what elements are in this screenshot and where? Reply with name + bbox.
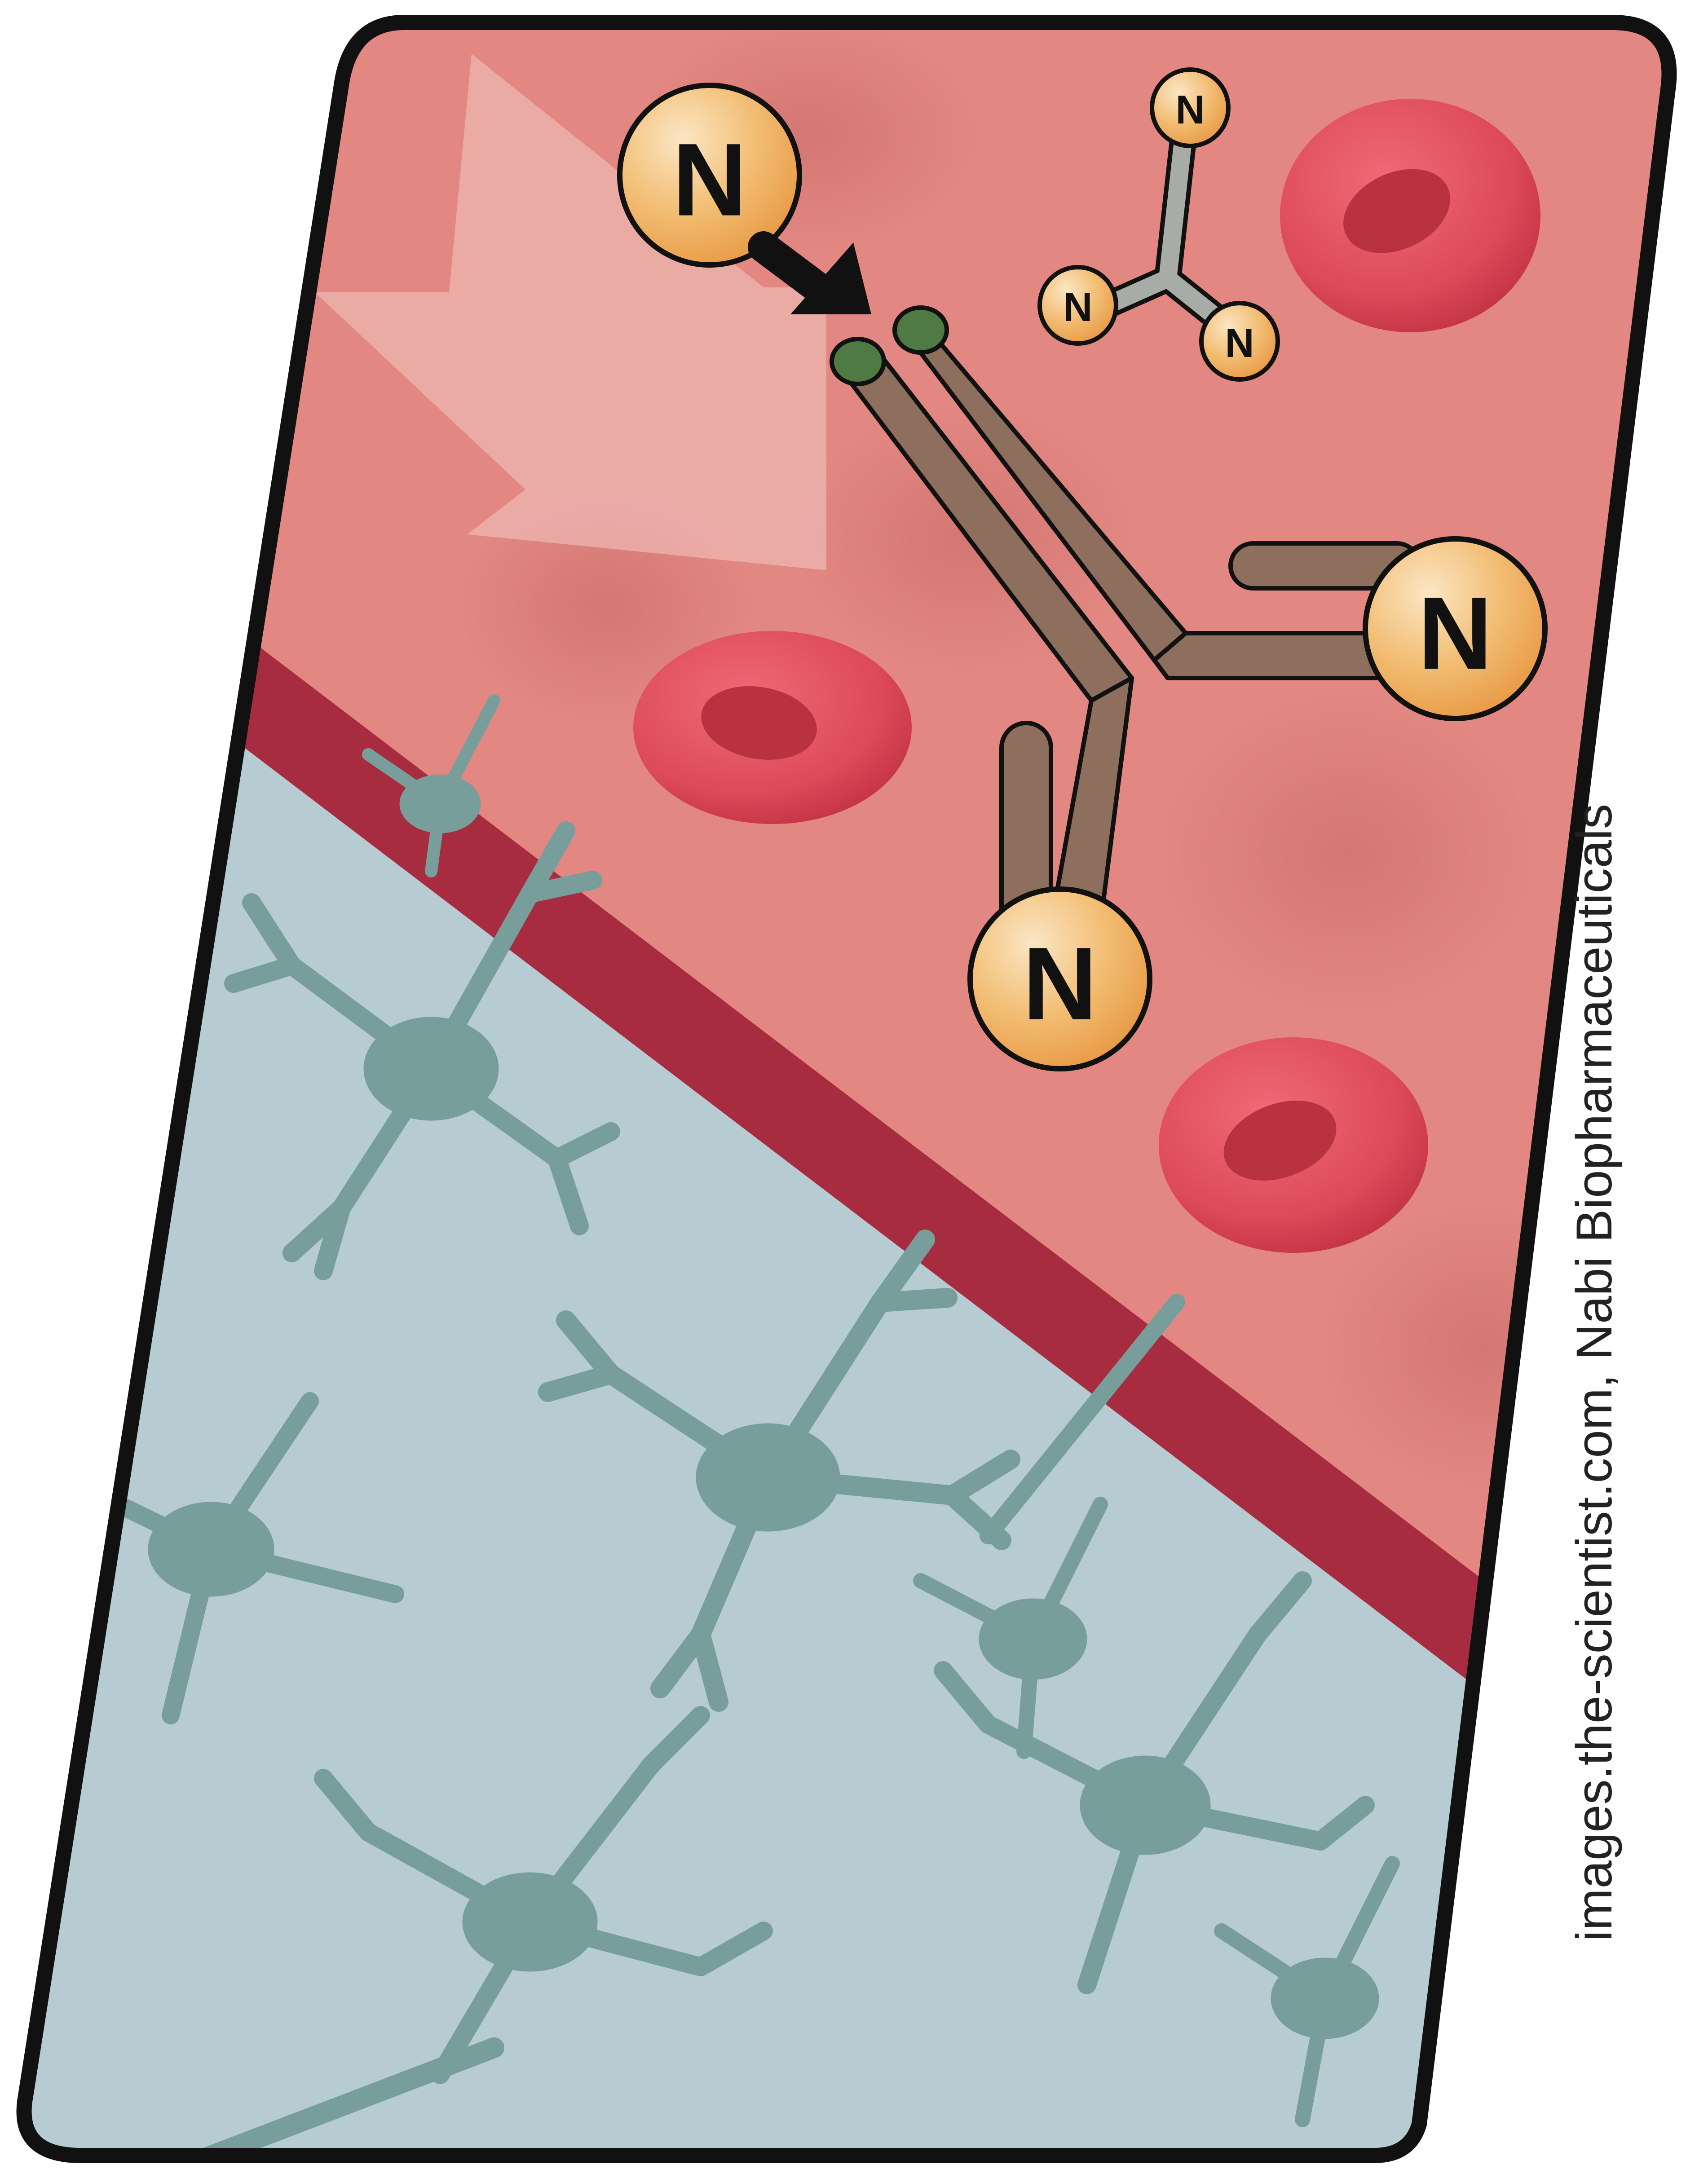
nicotine-molecule-icon: N [1365, 539, 1545, 718]
hapten-icon: N [1201, 303, 1278, 379]
svg-text:N: N [1225, 321, 1254, 366]
red-blood-cell-icon [1159, 1037, 1428, 1253]
nicotine-molecule-icon: N [970, 889, 1150, 1069]
svg-text:N: N [672, 122, 747, 238]
hapten-icon: N [1040, 267, 1116, 344]
svg-text:N: N [1176, 88, 1205, 132]
svg-text:N: N [1418, 576, 1492, 691]
red-blood-cell-icon [1280, 99, 1540, 332]
svg-text:N: N [1064, 285, 1093, 330]
svg-text:N: N [1023, 926, 1097, 1041]
red-blood-cell-icon [633, 631, 912, 824]
image-credit: images.the-scientist.com, Nabi Biopharma… [1563, 804, 1626, 2151]
hapten-icon: N [1152, 70, 1228, 146]
